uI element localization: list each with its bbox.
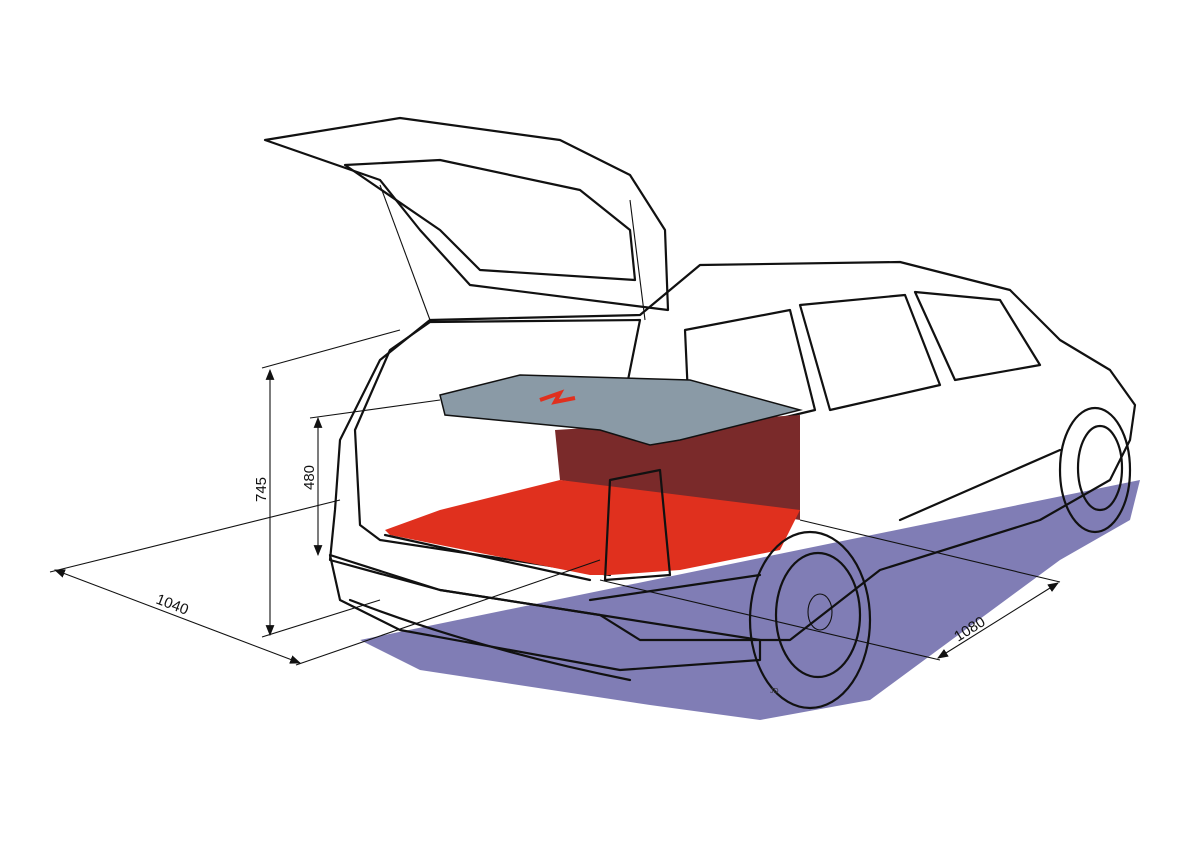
- side-stripe-front: [898, 448, 1062, 522]
- load-sill: [383, 533, 592, 582]
- rear-door-window: [798, 293, 942, 412]
- dimension-480: 480: [301, 399, 441, 557]
- luggage-cover: [439, 374, 803, 446]
- cargo-floor: [385, 480, 800, 575]
- tailgate: [263, 116, 670, 312]
- car-body: [328, 260, 1137, 642]
- rear-wheel: [748, 530, 872, 710]
- dimension-label-745: 745: [253, 477, 270, 502]
- dimension-label-480: 480: [301, 465, 318, 490]
- rear-bumper: [328, 553, 762, 672]
- bumper-stripe: [348, 598, 632, 682]
- ground-shadow: [360, 480, 1140, 720]
- side-stripe-rear: [588, 573, 762, 602]
- front-door-window: [913, 290, 1042, 382]
- arrow-icon: [539, 389, 576, 405]
- front-wheel: [1058, 406, 1132, 534]
- gas-strut-right: [629, 199, 646, 321]
- tailgate-window: [343, 158, 637, 282]
- tail-light: [603, 468, 672, 582]
- gas-strut-left: [379, 184, 431, 321]
- artist-signature: JD: [770, 688, 779, 695]
- cargo-walls: [555, 415, 800, 520]
